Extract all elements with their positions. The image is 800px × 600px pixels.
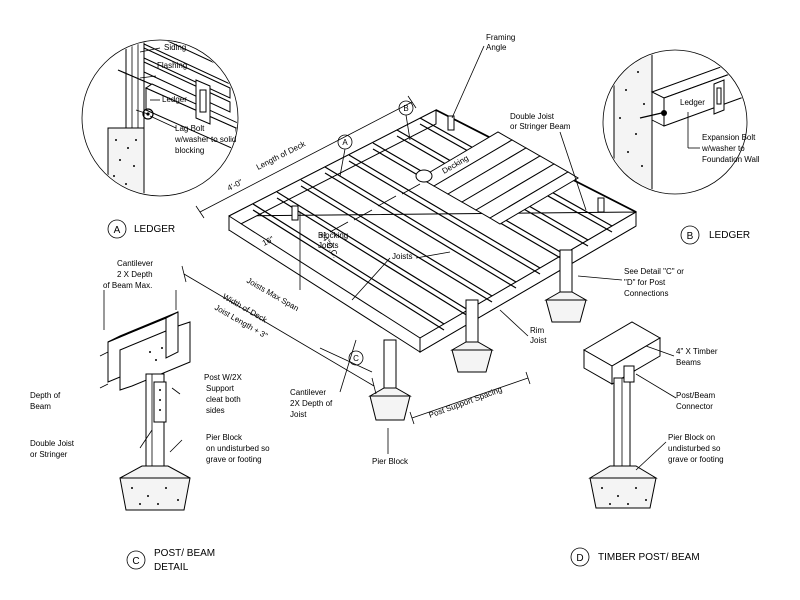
double-joist-label-1: Double Joist	[510, 112, 555, 121]
framing-angle-label-2: Angle	[486, 43, 507, 52]
detail-a-ledger-label: Ledger	[162, 95, 187, 104]
detail-a-lag-bolt-icon	[142, 108, 154, 120]
rim-joist-label-1: Rim	[530, 326, 545, 335]
callout-b-letter: B	[403, 104, 408, 113]
detail-d-conn-1: Post/Beam	[676, 391, 715, 400]
detail-c-cantilever-3: of Beam Max.	[103, 281, 152, 290]
detail-d-caption: TIMBER POST/ BEAM	[598, 552, 700, 563]
detail-d-letter-circle	[570, 547, 590, 567]
cantilever-label-1: Cantilever	[290, 388, 326, 397]
detail-c-pier-2: on undisturbed so	[206, 444, 270, 453]
detail-d-timber-2: Beams	[676, 358, 701, 367]
detail-b-letter: B	[687, 231, 694, 242]
see-detail-label-1: See Detail "C" or	[624, 267, 684, 276]
blocking-label-1: Blocking	[318, 231, 348, 240]
detail-c-post-1: Post W/2X	[204, 373, 242, 382]
detail-b-ledger-board	[663, 65, 746, 127]
cantilever-label-3: Joist	[290, 410, 307, 419]
detail-a-caption: LEDGER	[134, 224, 175, 235]
detail-a-ledger: Siding Flashing Ledger Lag Bolt w/washer…	[81, 39, 239, 239]
detail-d-pier-3: grave or footing	[668, 455, 724, 464]
detail-d-pier-block	[589, 477, 657, 509]
detail-c-double-1: Double Joist	[30, 439, 75, 448]
detail-b-foundation-wall	[613, 51, 653, 193]
detail-c-post-4: sides	[206, 406, 225, 415]
detail-c-caption-2: DETAIL	[154, 562, 189, 573]
detail-c-letter-circle	[126, 550, 146, 570]
detail-b-circle	[602, 49, 748, 195]
detail-c-post-3: cleat both	[206, 395, 241, 404]
detail-a-lag-bolt-label-2: w/washer to solid	[174, 135, 236, 144]
detail-b-caption: LEDGER	[709, 230, 750, 241]
detail-d-conn-2: Connector	[676, 402, 713, 411]
callout-c-circle	[348, 350, 364, 366]
detail-a-circle	[81, 39, 239, 197]
detail-a-lag-bolt-label-1: Lag Bolt	[175, 124, 205, 133]
detail-c-pier-1: Pier Block	[206, 433, 243, 442]
blocking-label-2: Joists	[318, 241, 338, 250]
length-of-deck-label: Length of Deck	[255, 139, 308, 172]
detail-d-connector	[623, 365, 635, 383]
see-detail-label-2: "D" for Post	[624, 278, 666, 287]
see-detail-label-3: Connections	[624, 289, 668, 298]
detail-a-lag-bolt-label-3: blocking	[175, 146, 204, 155]
detail-a-letter: A	[114, 225, 121, 236]
detail-a-letter-circle	[107, 219, 127, 239]
detail-c-post-2: Support	[206, 384, 235, 393]
rim-joist-label-2: Joist	[530, 336, 547, 345]
detail-c-double-2: or Stringer	[30, 450, 68, 459]
detail-c-depth-1: Depth of	[30, 391, 61, 400]
detail-c-depth-2: Beam	[30, 402, 51, 411]
detail-d-timber-1: 4" X Timber	[676, 347, 718, 356]
callout-c-letter: C	[353, 354, 359, 363]
detail-b-expansion-label-3: Foundation Wall	[702, 155, 760, 164]
detail-b-expansion-label-1: Expansion Bolt	[702, 133, 756, 142]
detail-a-flashing-label: Flashing	[157, 61, 187, 70]
detail-c-letter: C	[132, 556, 139, 567]
main-dimensions	[181, 95, 531, 425]
framing-angle-label-1: Framing	[486, 33, 515, 42]
cantilever-label-2: 2X Depth of	[290, 399, 333, 408]
detail-b-expansion-bolt-icon	[661, 110, 667, 116]
detail-a-foundation-wall	[107, 127, 145, 195]
detail-a-wall-stud	[125, 41, 145, 129]
detail-d-pier-1: Pier Block on	[668, 433, 715, 442]
detail-d-timber-post-beam: 4" X Timber Beams Post/Beam Connector Pi…	[570, 321, 724, 567]
callout-a-letter: A	[342, 138, 348, 147]
detail-b-ledger: Ledger Expansion Bolt w/washer to Founda…	[602, 49, 760, 245]
detail-d-pier-2: undisturbed so	[668, 444, 721, 453]
post-support-spacing-label: Post Support Spacing	[428, 385, 504, 420]
detail-c-pier-block	[119, 477, 191, 511]
detail-c-cantilever-1: Cantilever	[117, 259, 153, 268]
detail-a-siding-label: Siding	[164, 43, 186, 52]
double-joist-label-2: or Stringer Beam	[510, 122, 571, 131]
detail-c-cantilever-2: 2 X Depth	[117, 270, 153, 279]
detail-c-post-beam: Cantilever 2 X Depth of Beam Max. Depth …	[30, 259, 270, 573]
main-deck-posts	[368, 249, 588, 421]
joists-label: Joists	[392, 252, 412, 261]
detail-c-caption-1: POST/ BEAM	[154, 548, 215, 559]
main-deck-framing	[228, 109, 638, 353]
pier-block-label: Pier Block	[372, 457, 409, 466]
deck-decking-boards	[415, 131, 579, 225]
detail-b-ledger-label: Ledger	[680, 98, 705, 107]
detail-b-letter-circle	[680, 225, 700, 245]
detail-d-letter: D	[576, 553, 583, 564]
detail-b-expansion-label-2: w/washer to	[701, 144, 745, 153]
detail-c-pier-3: grave or footing	[206, 455, 262, 464]
